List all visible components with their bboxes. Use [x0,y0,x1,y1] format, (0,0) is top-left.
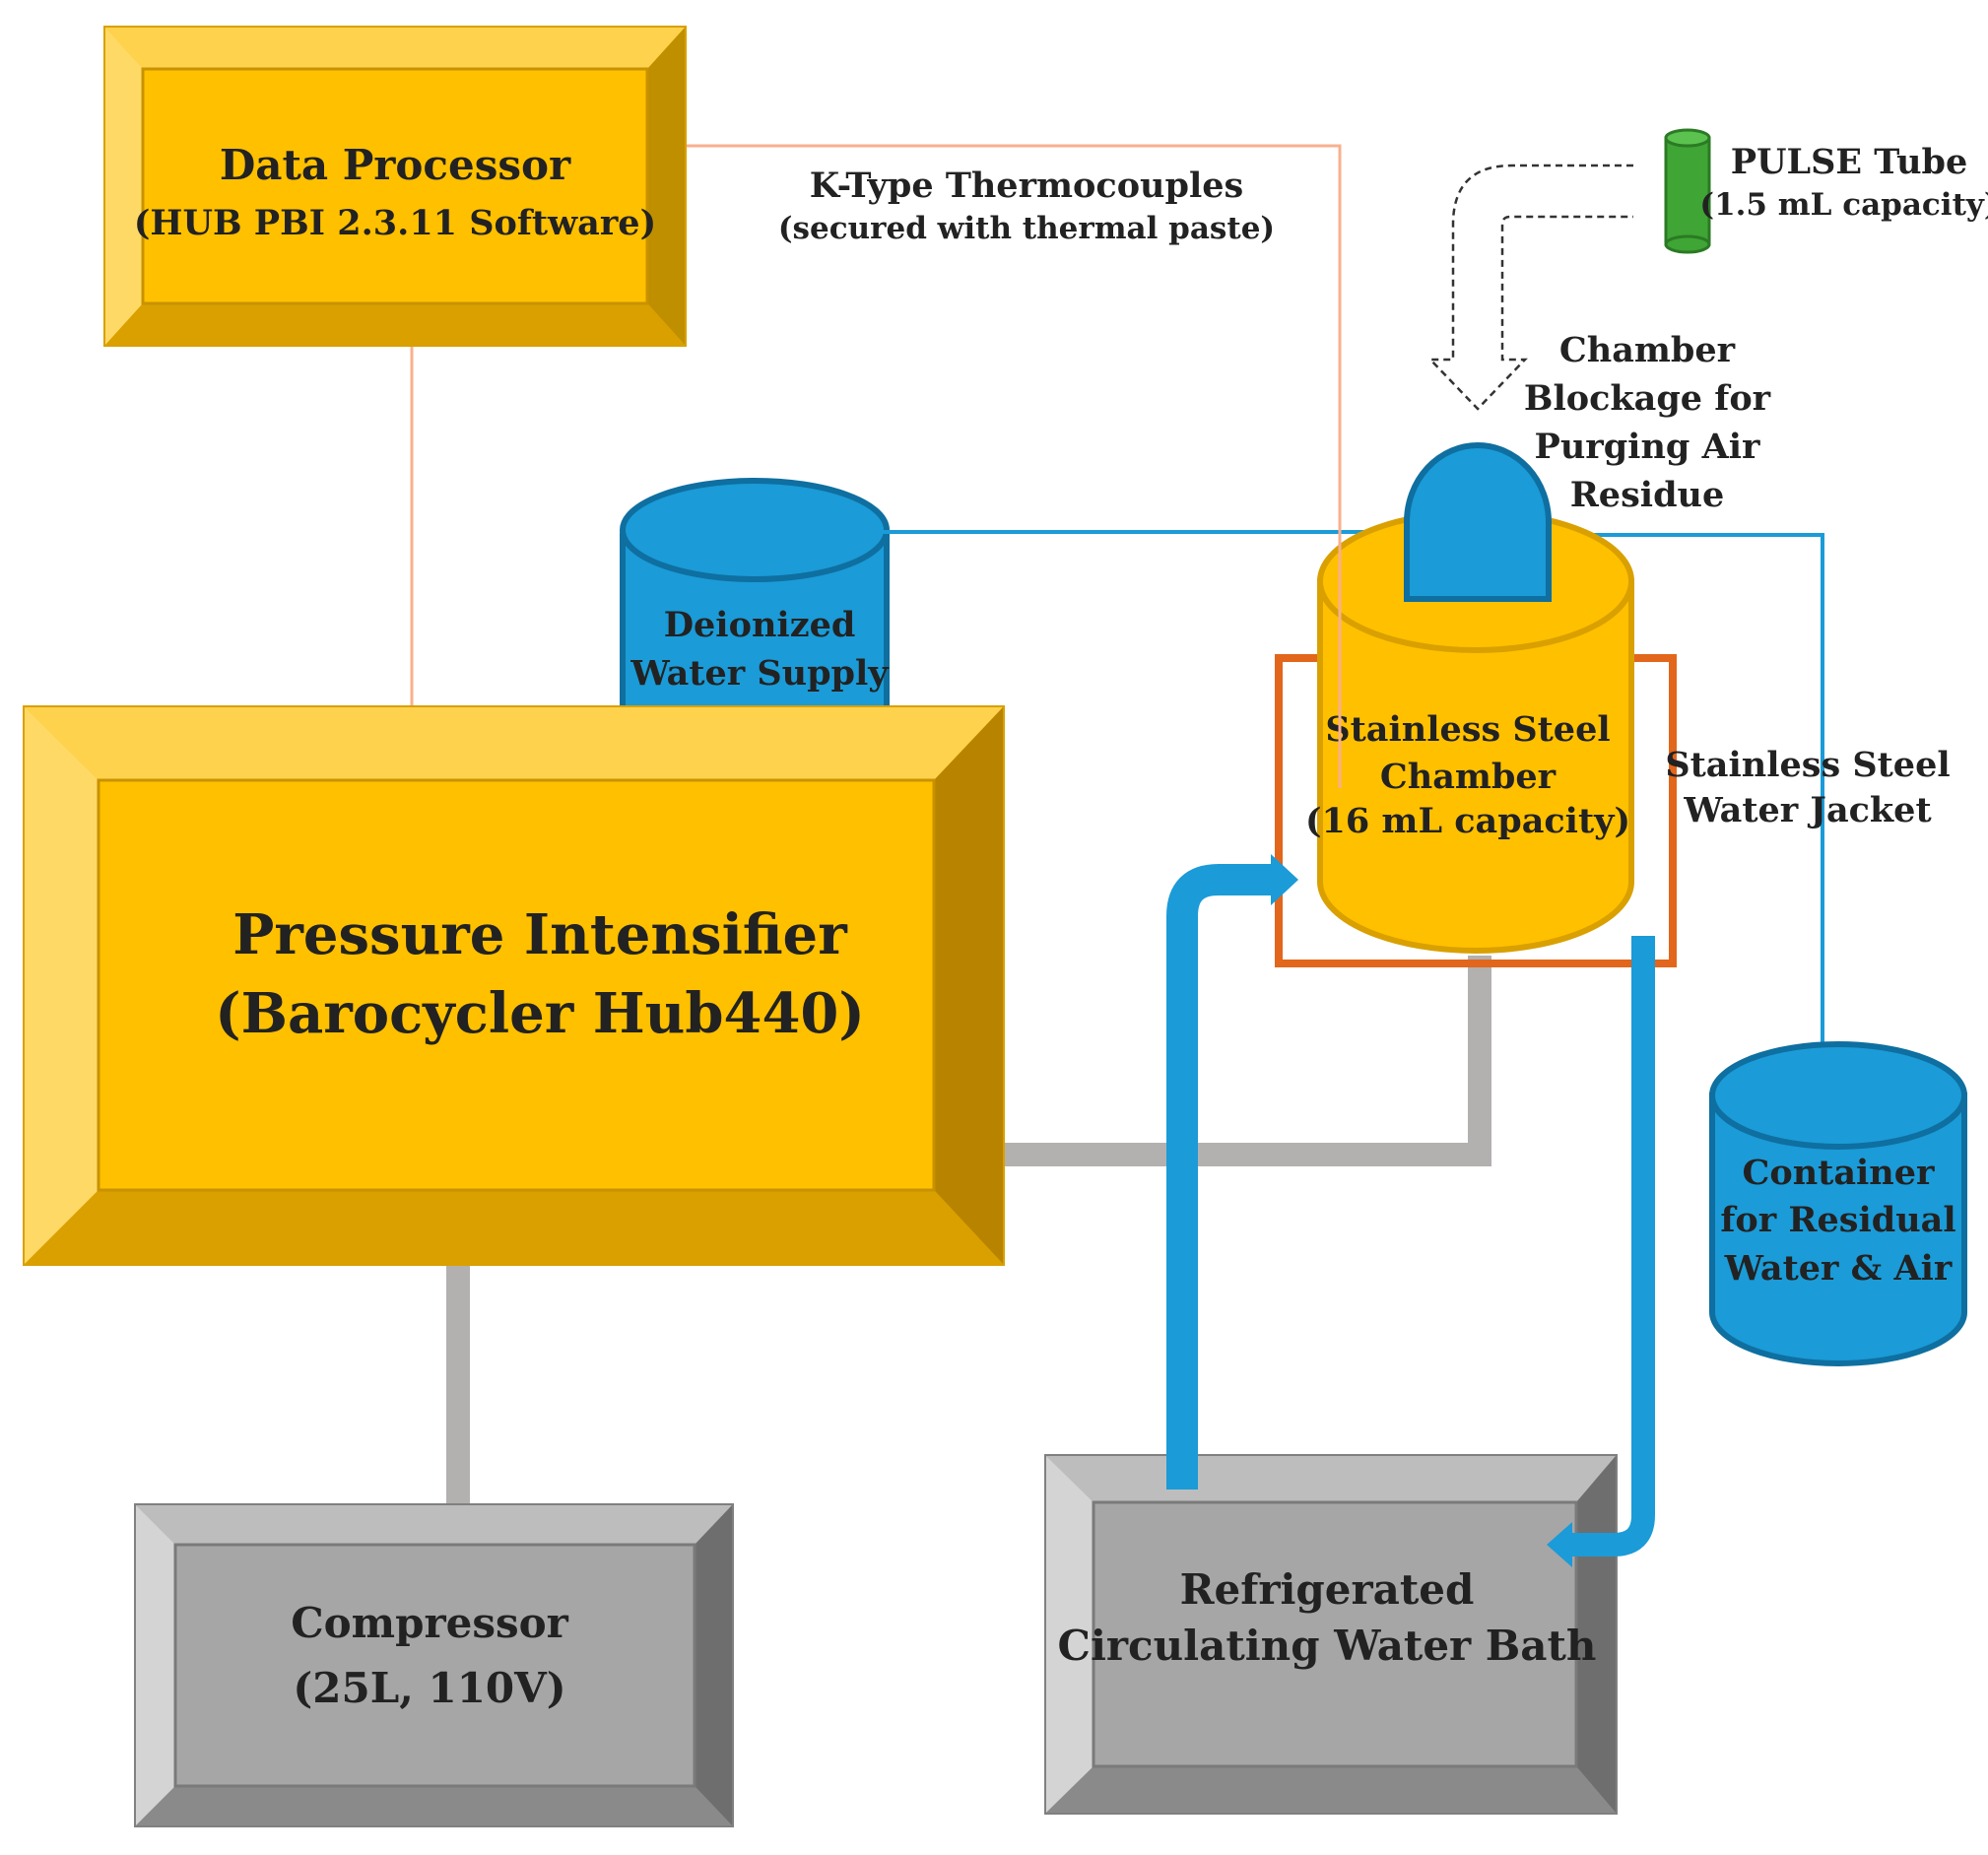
data-processor-box: Data Processor (HUB PBI 2.3.11 Software) [103,26,687,347]
compressor-title: Compressor [291,1599,568,1647]
blockage-label-4: Residue [1570,475,1725,515]
blockage-label-2: Blockage for [1524,378,1771,419]
data-processor-title: Data Processor [220,141,571,189]
compressor-subtitle: (25L, 110V) [293,1664,565,1712]
pressure-pipes [446,956,1491,1527]
pulse-tube: PULSE Tube (1.5 mL capacity) [1664,128,1988,254]
pulse-tube-body [1664,136,1711,246]
water-jacket-label-2: Water Jacket [1683,790,1931,830]
water-bath-label-1: Refrigerated [1180,1565,1475,1614]
pressure-intensifier-title: Pressure Intensifier [232,902,848,967]
data-processor-subtitle: (HUB PBI 2.3.11 Software) [134,203,656,243]
water-jacket-label-1: Stainless Steel [1665,745,1950,785]
bath-to-jacket-arrowhead [1271,854,1298,905]
chamber-label-1: Stainless Steel [1325,709,1610,750]
bath-to-jacket-pipe [1166,864,1276,1490]
pulse-tube-label-2: (1.5 mL capacity) [1699,187,1988,223]
blockage-label-1: Chamber [1559,330,1736,370]
blockage-label: Chamber Blockage for Purging Air Residue [1524,330,1771,515]
thermocouple-label-1: K-Type Thermocouples [810,166,1244,206]
jacket-to-bath-arrowhead [1547,1522,1572,1567]
pulse-tube-label-1: PULSE Tube [1731,142,1968,182]
thermocouple-label-2: (secured with thermal paste) [778,211,1275,246]
deionized-water-supply: Deionized Water Supply [620,478,890,732]
chamber-label-2: Chamber [1380,757,1557,797]
compressor-box: Compressor (25L, 110V) [134,1503,734,1827]
water-jacket-frame [1275,654,1677,967]
water-bath-box: Refrigerated Circulating Water Bath [1044,1454,1618,1815]
chamber-body [1317,578,1634,954]
water-bath-label-2: Circulating Water Bath [1058,1622,1597,1670]
container-body [1709,1093,1967,1366]
container-label-1: Container [1743,1153,1936,1193]
deionized-water-top [620,478,890,582]
deionized-water-label-2: Water Supply [630,653,890,694]
circulating-water-pipes [1166,854,1655,1567]
blockage-label-3: Purging Air [1535,427,1761,467]
container-top [1709,1041,1967,1150]
deionized-water-label-1: Deionized [664,605,856,645]
jacket-to-bath-pipe [1568,936,1655,1557]
pressure-intensifier-subtitle: (Barocycler Hub440) [215,981,865,1046]
water-jacket-label: Stainless Steel Water Jacket [1665,745,1950,830]
chamber-label-3: (16 mL capacity) [1305,801,1630,841]
pressure-intensifier-box: Pressure Intensifier (Barocycler Hub440) [23,705,1005,1266]
thermocouple-label: K-Type Thermocouples (secured with therm… [778,166,1275,246]
container-label-2: for Residual [1720,1200,1955,1240]
intensifier-to-chamber-pipe [973,956,1491,1166]
chamber-to-container-line [1561,533,1824,1049]
tube-insertion-arrow [1427,164,1633,411]
container-label-3: Water & Air [1724,1248,1953,1289]
residual-container: Container for Residual Water & Air [1709,1041,1967,1366]
chamber-blockage [1404,442,1552,602]
